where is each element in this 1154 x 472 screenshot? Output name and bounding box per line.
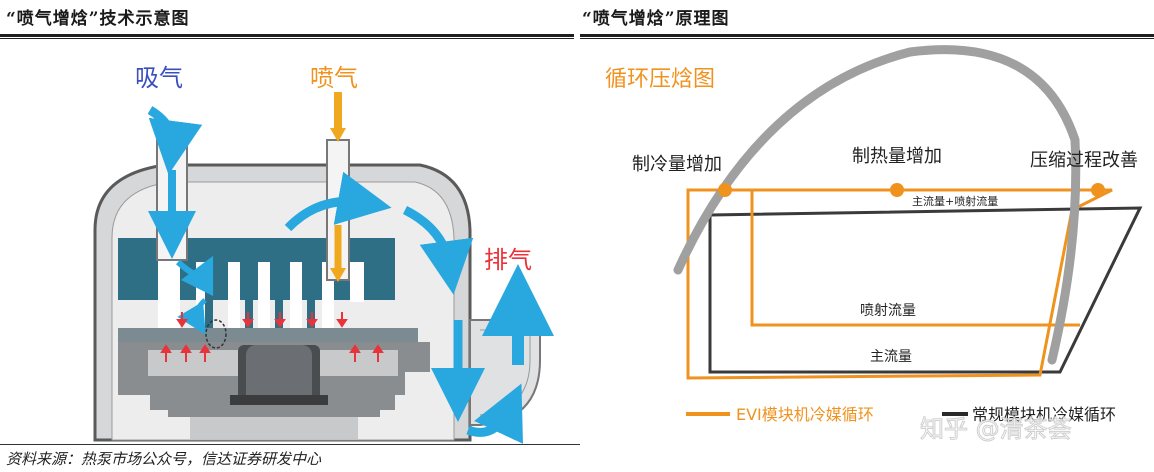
label-suction: 吸气	[135, 64, 183, 92]
label-cooling: 制冷量增加	[632, 154, 722, 175]
source-note: 资料来源：热泵市场公众号，信达证券研发中心	[6, 450, 322, 468]
label-main-plus-injection: 主流量+喷射流量	[912, 194, 998, 208]
evi-injection-loop	[750, 190, 1080, 327]
pressure-arrows	[160, 312, 384, 362]
discharge-flow-bottom	[466, 383, 523, 444]
label-heating: 制热量增加	[852, 146, 942, 167]
label-injection-flow: 喷射流量	[860, 303, 916, 319]
left-title-rule-thin	[0, 38, 574, 39]
point-compression	[1091, 183, 1105, 197]
source-rule	[0, 444, 580, 445]
discharge-flow-top	[284, 171, 392, 232]
label-discharge: 排气	[484, 246, 532, 274]
right-title-rule-thin	[580, 38, 1154, 39]
label-injection: 喷气	[310, 64, 358, 92]
normal-cycle-path	[708, 206, 1143, 374]
evi-cycle-path	[686, 188, 1113, 380]
suction-flow-curl	[175, 255, 214, 297]
scroll-wrap-7	[350, 262, 364, 302]
right-panel-title: “喷气增焓”原理图	[582, 9, 730, 29]
scroll-wrap-3	[228, 262, 240, 330]
suction-flow-arrow	[147, 106, 203, 175]
legend-evi-label: EVI模块机冷媒循环	[736, 405, 874, 424]
point-cooling	[718, 183, 732, 197]
label-main-flow: 主流量	[870, 349, 912, 365]
scroll-wrap-1	[158, 250, 180, 330]
shaft-base	[168, 405, 380, 417]
scroll-wrap-4	[258, 262, 270, 330]
scroll-wrap-5	[290, 262, 302, 330]
orbiting-scroll-base	[118, 328, 418, 342]
watermark: 知乎 @清茶荟	[920, 415, 1072, 443]
legend-normal-label: 常规模块机冷媒循环	[972, 405, 1116, 424]
compressor-illustration	[93, 92, 554, 444]
label-compression: 压缩过程改善	[1030, 150, 1138, 171]
saturation-dome	[673, 45, 1081, 365]
discharge-flow-right	[402, 205, 474, 295]
cycle-title: 循环压焓图	[605, 67, 715, 92]
left-title-rule	[0, 34, 574, 37]
left-panel-title: “喷气增焓”技术示意图	[6, 9, 190, 29]
right-title-rule	[580, 34, 1154, 37]
point-heating	[890, 183, 904, 197]
